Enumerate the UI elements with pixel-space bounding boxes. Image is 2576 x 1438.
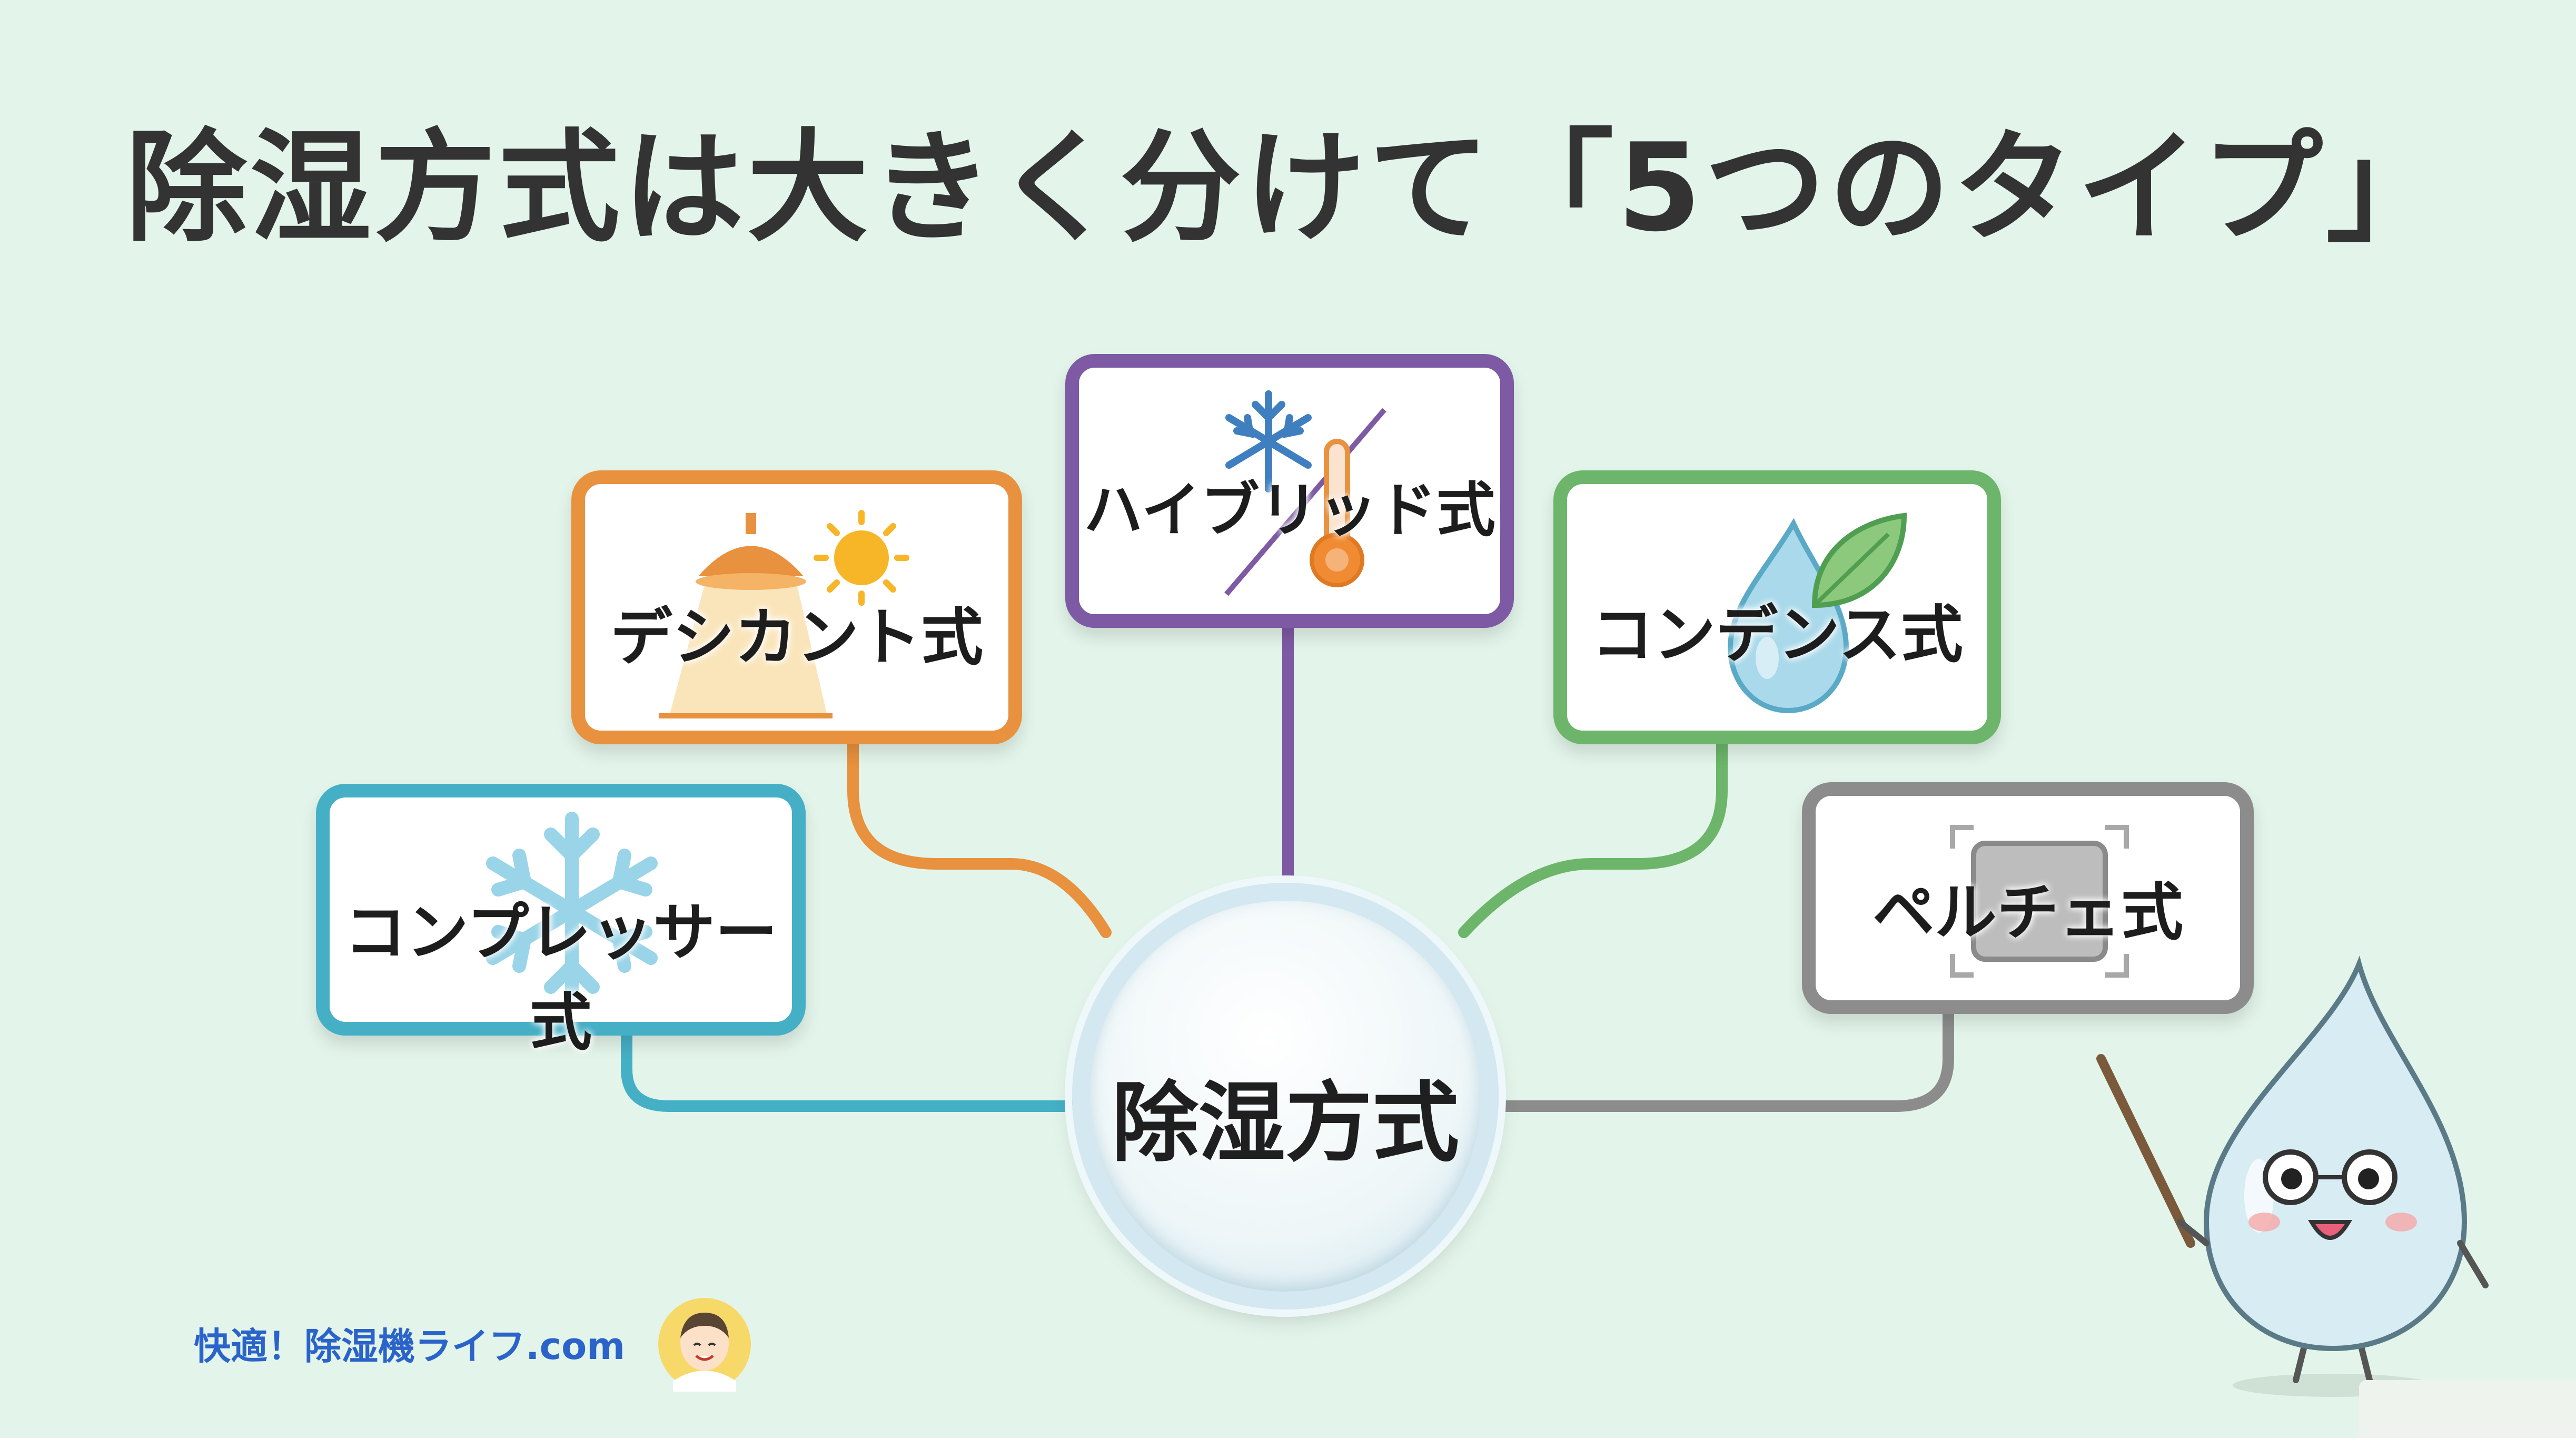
connector-condense [1458,737,1728,938]
connector-compressor [621,1027,1080,1112]
node-hybrid-label: ハイブリッド式 [1084,476,1495,545]
site-name[interactable]: 快適！除湿機ライフ.com [194,1325,626,1368]
node-peltier[interactable]: ペルチェ式 [1802,782,2254,1014]
node-peltier-label: ペルチェ式 [1872,876,2183,949]
heater-lamp-sun-icon [659,510,909,718]
node-hybrid[interactable]: ハイブリッド式 [1065,354,1514,628]
node-desiccant[interactable]: デシカント式 [571,470,1022,744]
node-compressor-label: コンプレッサー式 [344,896,778,1059]
node-compressor[interactable]: コンプレッサー式 [316,784,806,1059]
water-drop-mascot-icon [2096,956,2489,1397]
connector-peltier [1500,1006,1954,1112]
node-condense-label: コンデンス式 [1591,598,1963,671]
corner-mark [2359,1380,2576,1438]
chip-icon [1950,825,2129,978]
page-title: 除湿方式は大きく分けて「5つのタイプ」 [125,118,2451,259]
avatar-icon [658,1298,751,1392]
water-drop-leaf-icon [1727,513,1907,714]
snowflake-icon [486,812,658,1010]
node-desiccant-label: デシカント式 [610,601,983,674]
center-label: 除湿方式 [1112,1072,1459,1174]
node-condense[interactable]: コンデンス式 [1553,470,2001,744]
connector-desiccant [847,737,1112,938]
center-hub[interactable]: 除湿方式 [1072,883,1499,1309]
snowflake-thermometer-icon [1224,390,1386,596]
